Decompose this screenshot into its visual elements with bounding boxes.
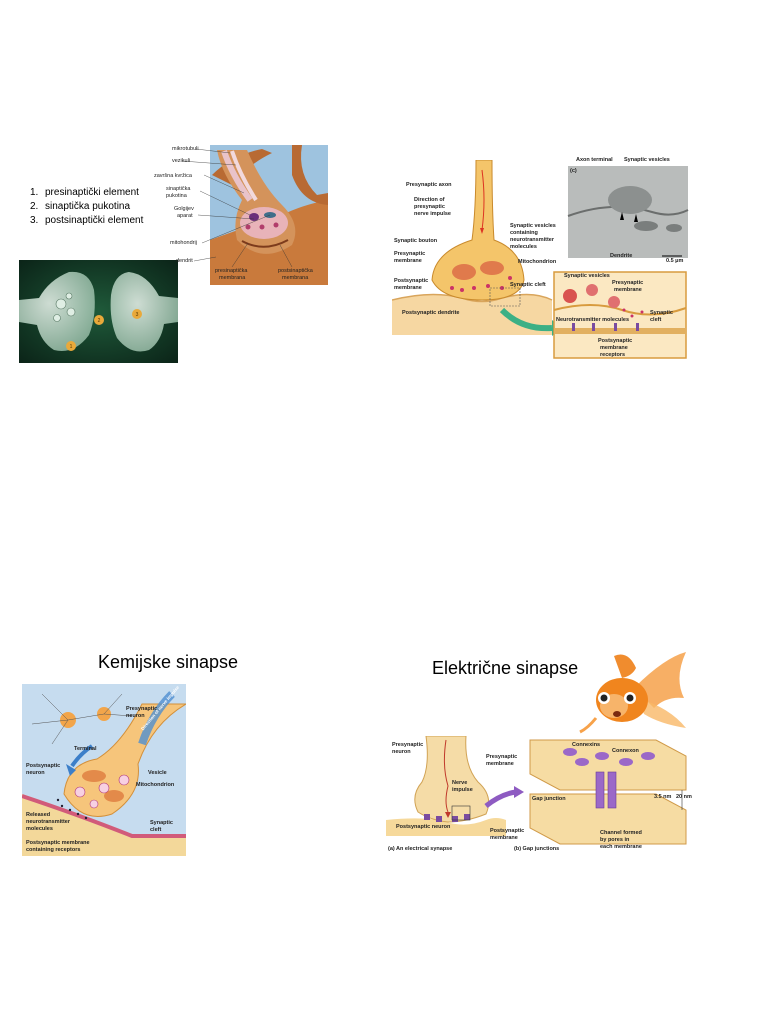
label-zavrsna-kvrzica: završna kvržica <box>154 173 192 179</box>
synapse-diagram-right: Presynaptic axon Direction of presynapti… <box>391 157 698 360</box>
label-inset-cleft-1: Synaptic <box>650 310 673 316</box>
electrical-synapse-diagram: Presynaptic neuron Nerve impulse Postsyn… <box>386 735 696 874</box>
label-channel-1: Channel formed <box>600 830 642 836</box>
label-panel-c: (c) <box>570 168 577 174</box>
photo-number-3: 3 <box>136 312 139 318</box>
label-mitohondrij: mitohondrij <box>170 240 197 246</box>
label-receptors-3: receptors <box>600 352 626 358</box>
label-presynaptic-membrane-br-1: Presynaptic <box>486 754 518 760</box>
synapse-photo: 2 1 3 <box>19 260 178 363</box>
label-golgijev-aparat-1: Golgijev <box>174 206 194 212</box>
label-presynaptic-neuron-1: Presynaptic <box>126 706 158 712</box>
label-vesicles-containing-1: Synaptic vesicles <box>510 223 556 229</box>
label-receptors-2: membrane <box>600 345 628 351</box>
caption-gap-junctions: (b) Gap junctions <box>514 846 560 852</box>
label-vezikuli: vezikuli <box>172 158 191 164</box>
label-postsynaptic-membrane-br-1: Postsynaptic <box>490 828 525 834</box>
label-synaptic-cleft: Synaptic cleft <box>510 282 546 288</box>
label-inset-cleft-2: cleft <box>650 317 662 323</box>
label-presynaptic-membrane-1: Presynaptic <box>394 251 426 257</box>
label-synaptic-vesicles-top: Synaptic vesicles <box>624 157 670 163</box>
label-presynaptic-neuron-br-1: Presynaptic <box>392 742 424 748</box>
synapse-diagram-graphic <box>391 159 689 359</box>
label-postsinapticka-membrana-1: postsinaptička <box>278 268 313 274</box>
label-dendrite: Dendrite <box>610 253 633 259</box>
goldfish-image <box>574 648 690 734</box>
label-postsynaptic-membrane-bl-2: containing receptors <box>26 847 81 853</box>
label-inset-presynaptic-2: membrane <box>614 287 642 293</box>
label-synaptic-cleft-bl-2: cleft <box>150 827 162 833</box>
label-postsynaptic-membrane-br-2: membrane <box>490 835 518 841</box>
label-inset-presynaptic-1: Presynaptic <box>612 280 644 286</box>
label-channel-3: each membrane <box>600 844 642 850</box>
photo-number-1: 1 <box>70 344 73 350</box>
label-nerve-impulse-2: impulse <box>452 787 473 793</box>
synapse-parts-list: 1.presinaptički element 2.sinaptička puk… <box>30 186 143 228</box>
label-presynaptic-neuron-br-2: neuron <box>392 749 411 755</box>
label-sinapticka-pukotina-1: sinaptička <box>166 186 191 192</box>
label-sinapticka-pukotina-2: pukotina <box>166 193 187 199</box>
label-released-2: neurotransmitter <box>26 819 71 825</box>
label-vesicles-containing-4: molecules <box>510 244 537 250</box>
label-mikrotubuli: mikrotubuli <box>172 146 199 152</box>
label-direction-3: nerve impulse <box>414 211 451 217</box>
label-presynaptic-axon: Presynaptic axon <box>406 182 452 188</box>
label-terminal: Terminal <box>74 746 97 752</box>
label-nerve-impulse-1: Nerve <box>452 780 468 786</box>
label-axon-terminal: Axon terminal <box>576 157 613 163</box>
label-size-20nm: 20 nm <box>676 794 692 800</box>
label-golgijev-aparat-2: aparat <box>177 213 193 219</box>
photo-number-2: 2 <box>98 318 101 324</box>
label-mitochondrion: Mitochondrion <box>518 259 557 265</box>
label-presinapticka-membrana-2: membrana <box>219 275 246 281</box>
label-receptors-1: Postsynaptic <box>598 338 633 344</box>
label-channel-2: by pores in <box>600 837 630 843</box>
label-synaptic-cleft-bl-1: Synaptic <box>150 820 173 826</box>
synapse-illustration: mikrotubuli vezikuli završna kvržica sin… <box>152 145 328 285</box>
electrical-synapse-graphic <box>386 735 687 845</box>
label-postsynaptic-membrane-bl-1: Postsynaptic membrane <box>26 840 90 846</box>
title-elektricne-sinapse: Električne sinapse <box>432 658 579 678</box>
synapse-illustration-graphic <box>210 145 328 285</box>
label-released-3: molecules <box>26 826 53 832</box>
label-presynaptic-membrane-br-2: membrane <box>486 761 514 767</box>
label-dendrit: dendrit <box>176 258 193 264</box>
label-released-1: Released <box>26 812 51 818</box>
caption-electrical-synapse: (a) An electrical synapse <box>388 846 453 852</box>
label-presynaptic-membrane-2: membrane <box>394 258 422 264</box>
label-postsynaptic-neuron-br: Postsynaptic neuron <box>396 824 451 830</box>
label-vesicle: Vesicle <box>148 770 167 776</box>
label-postsinapticka-membrana-2: membrana <box>282 275 309 281</box>
label-mitochondrion-bl: Mitochondrion <box>136 782 175 788</box>
chemical-synapse-graphic <box>21 684 188 856</box>
label-size-3-5nm: 3.5 nm <box>654 794 672 800</box>
label-connexon: Connexon <box>612 748 639 754</box>
label-gap-junction: Gap junction <box>532 796 566 802</box>
label-direction-1: Direction of <box>414 197 445 203</box>
label-connexins: Connexins <box>572 742 601 748</box>
label-vesicles-containing-3: neurotransmitter <box>510 237 555 243</box>
label-presinapticka-membrana-1: presinaptička <box>215 268 248 274</box>
illustration-leader-lines <box>181 148 293 268</box>
label-postsynaptic-neuron-1: Postsynaptic <box>26 763 61 769</box>
label-inset-vesicles: Synaptic vesicles <box>564 273 610 279</box>
label-postsynaptic-membrane-2: membrane <box>394 285 422 291</box>
chemical-synapse-diagram: Presynaptic neuron Terminal Postsynaptic… <box>21 684 188 856</box>
list-item: 1.presinaptički element <box>30 187 139 198</box>
synapse-photo-graphic: 2 1 3 <box>19 260 178 363</box>
label-neurotransmitter-molecules: Neurotransmitter molecules <box>556 317 630 323</box>
label-direction-2: presynaptic <box>414 204 445 210</box>
list-item: 2.sinaptička pukotina <box>30 201 131 212</box>
label-presynaptic-neuron-2: neuron <box>126 713 145 719</box>
label-scale: 0.5 μm <box>666 258 684 264</box>
label-postsynaptic-membrane-1: Postsynaptic <box>394 278 429 284</box>
label-synaptic-bouton: Synaptic bouton <box>394 238 438 244</box>
label-postsynaptic-neuron-2: neuron <box>26 770 45 776</box>
label-vesicles-containing-2: containing <box>510 230 538 236</box>
list-item: 3.postsinaptički element <box>30 215 144 226</box>
goldfish-graphic <box>579 652 686 734</box>
title-kemijske-sinapse: Kemijske sinapse <box>98 652 239 672</box>
label-postsynaptic-dendrite: Postsynaptic dendrite <box>402 310 460 316</box>
